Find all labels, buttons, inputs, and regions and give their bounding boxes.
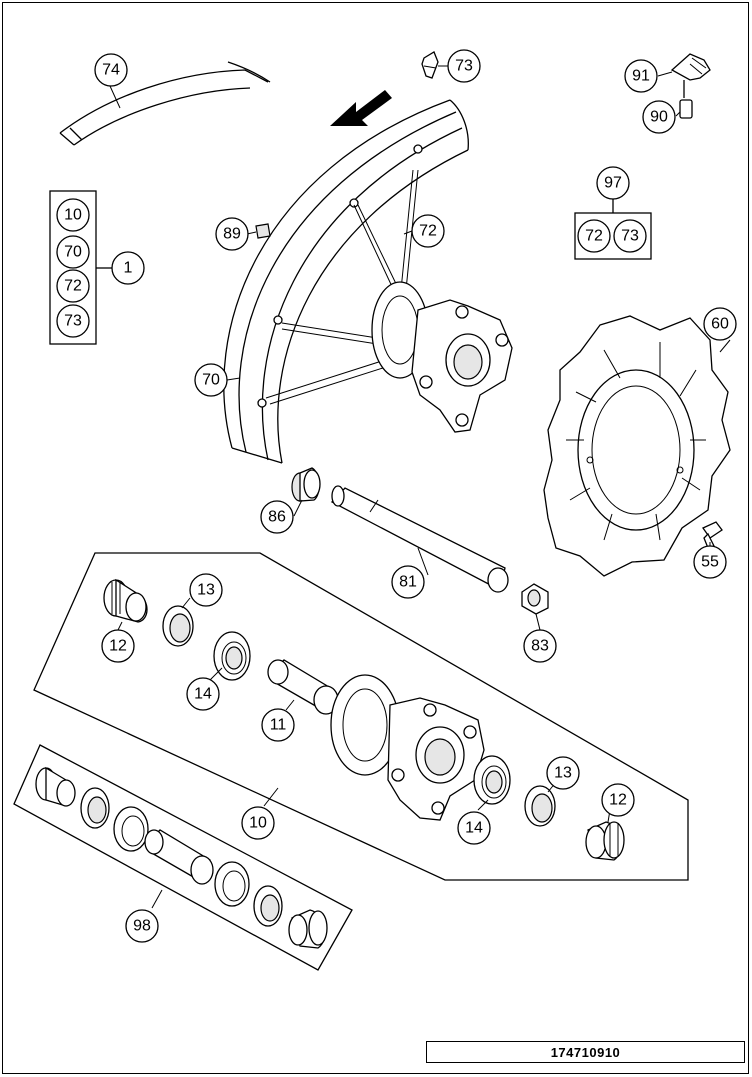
nipple-part [421, 51, 439, 79]
wheel-hub-part [371, 281, 513, 433]
callout-label: 73 [64, 313, 82, 330]
callout-98: 98 [125, 909, 159, 943]
callout-14: 14 [457, 811, 491, 845]
disc-bolt-part [702, 521, 723, 549]
seal-ring-part-right [585, 821, 625, 861]
spacer-sleeve-part [267, 659, 339, 715]
leader-lines [109, 65, 731, 909]
seal-ring-part [103, 578, 148, 623]
axle-nut-part [521, 583, 549, 615]
oil-seal-part-right [524, 785, 556, 827]
callout-label: 97 [604, 175, 622, 192]
callout-10: 10 [56, 198, 90, 232]
callout-label: 13 [197, 582, 215, 599]
callout-55: 55 [693, 545, 727, 579]
rotation-arrow-icon [330, 90, 392, 126]
callout-73: 73 [447, 49, 481, 83]
callout-12: 12 [101, 629, 135, 663]
callout-97: 97 [596, 166, 630, 200]
callout-86: 86 [260, 500, 294, 534]
callout-label: 90 [650, 109, 668, 126]
callout-label: 72 [64, 278, 82, 295]
callout-91: 91 [624, 59, 658, 93]
callout-label: 10 [249, 815, 267, 832]
callout-72: 72 [411, 214, 445, 248]
callout-83: 83 [523, 629, 557, 663]
rim-lock-plug-part [255, 223, 271, 239]
callout-1: 1 [111, 251, 145, 285]
callout-label: 70 [64, 244, 82, 261]
callout-label: 70 [202, 372, 220, 389]
callout-14: 14 [186, 677, 220, 711]
callout-label: 13 [554, 765, 572, 782]
callout-81: 81 [391, 565, 425, 599]
rim-part [223, 99, 469, 464]
callout-12: 12 [601, 783, 635, 817]
hub-assembly-outline [33, 552, 689, 881]
callout-label: 10 [64, 207, 82, 224]
callout-label: 89 [223, 226, 241, 243]
callout-label: 81 [399, 574, 417, 591]
callout-label: 1 [124, 260, 133, 277]
callout-89: 89 [215, 217, 249, 251]
callout-72: 72 [577, 219, 611, 253]
rim-tape-part [59, 61, 271, 146]
callout-90: 90 [642, 100, 676, 134]
callout-13: 13 [189, 573, 223, 607]
hub-body-part [330, 674, 485, 821]
brake-disc-part [543, 315, 731, 577]
callout-label: 74 [102, 62, 120, 79]
callout-11: 11 [261, 708, 295, 742]
callout-10: 10 [241, 806, 275, 840]
callout-13: 13 [546, 756, 580, 790]
axle-part [330, 485, 509, 593]
callout-70: 70 [56, 235, 90, 269]
callout-label: 12 [609, 792, 627, 809]
callout-label: 72 [585, 228, 603, 245]
callout-label: 11 [270, 717, 287, 734]
valve-cap-part [670, 53, 711, 119]
bearing-part-right [473, 755, 511, 805]
oil-seal-part [162, 605, 194, 647]
callout-label: 60 [711, 316, 729, 333]
callout-label: 73 [455, 58, 473, 75]
callout-72: 72 [56, 269, 90, 303]
bearing-kit-outline [13, 744, 353, 971]
callout-label: 72 [419, 223, 437, 240]
callout-label: 14 [465, 820, 483, 837]
callout-74: 74 [94, 53, 128, 87]
callout-label: 55 [701, 554, 719, 571]
callout-label: 73 [621, 228, 639, 245]
callout-label: 12 [109, 638, 127, 655]
bearing-kit-parts [35, 766, 328, 949]
callout-label: 14 [194, 686, 212, 703]
callout-label: 98 [133, 918, 151, 935]
kit-97-bracket [574, 198, 652, 260]
drawing-number: 174710910 [426, 1041, 745, 1063]
callout-label: 86 [268, 509, 286, 526]
spacer-part [291, 467, 321, 502]
callout-70: 70 [194, 363, 228, 397]
callout-label: 91 [632, 68, 650, 85]
callout-label: 83 [531, 638, 549, 655]
kit-1-bracket [49, 190, 112, 345]
callout-73: 73 [613, 219, 647, 253]
callout-60: 60 [703, 307, 737, 341]
callout-73: 73 [56, 304, 90, 338]
bearing-part [213, 631, 251, 681]
